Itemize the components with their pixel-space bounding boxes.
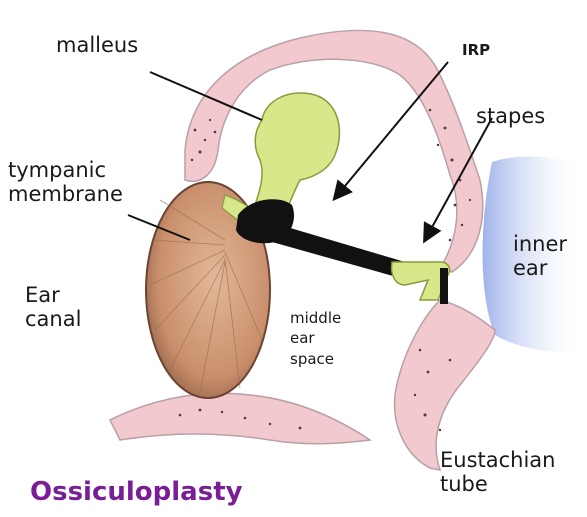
irp-arrow — [335, 62, 448, 198]
bone-canal-floor — [110, 393, 370, 443]
bone-lower-right — [395, 300, 495, 470]
label-malleus: malleus — [56, 33, 138, 57]
label-eustachian-tube: Eustachian tube — [440, 448, 556, 496]
label-ear-canal: Ear canal — [25, 283, 81, 331]
prosthesis-shaft — [265, 222, 405, 278]
label-stapes: stapes — [476, 104, 545, 128]
label-irp: IRP — [462, 42, 490, 59]
label-inner-ear: inner ear — [513, 232, 567, 280]
label-middle-ear-space: middle ear space — [290, 308, 341, 369]
diagram-caption: Ossiculoplasty — [30, 478, 243, 508]
stapes-footplate — [440, 268, 448, 304]
label-tympanic-membrane: tympanic membrane — [8, 158, 123, 206]
